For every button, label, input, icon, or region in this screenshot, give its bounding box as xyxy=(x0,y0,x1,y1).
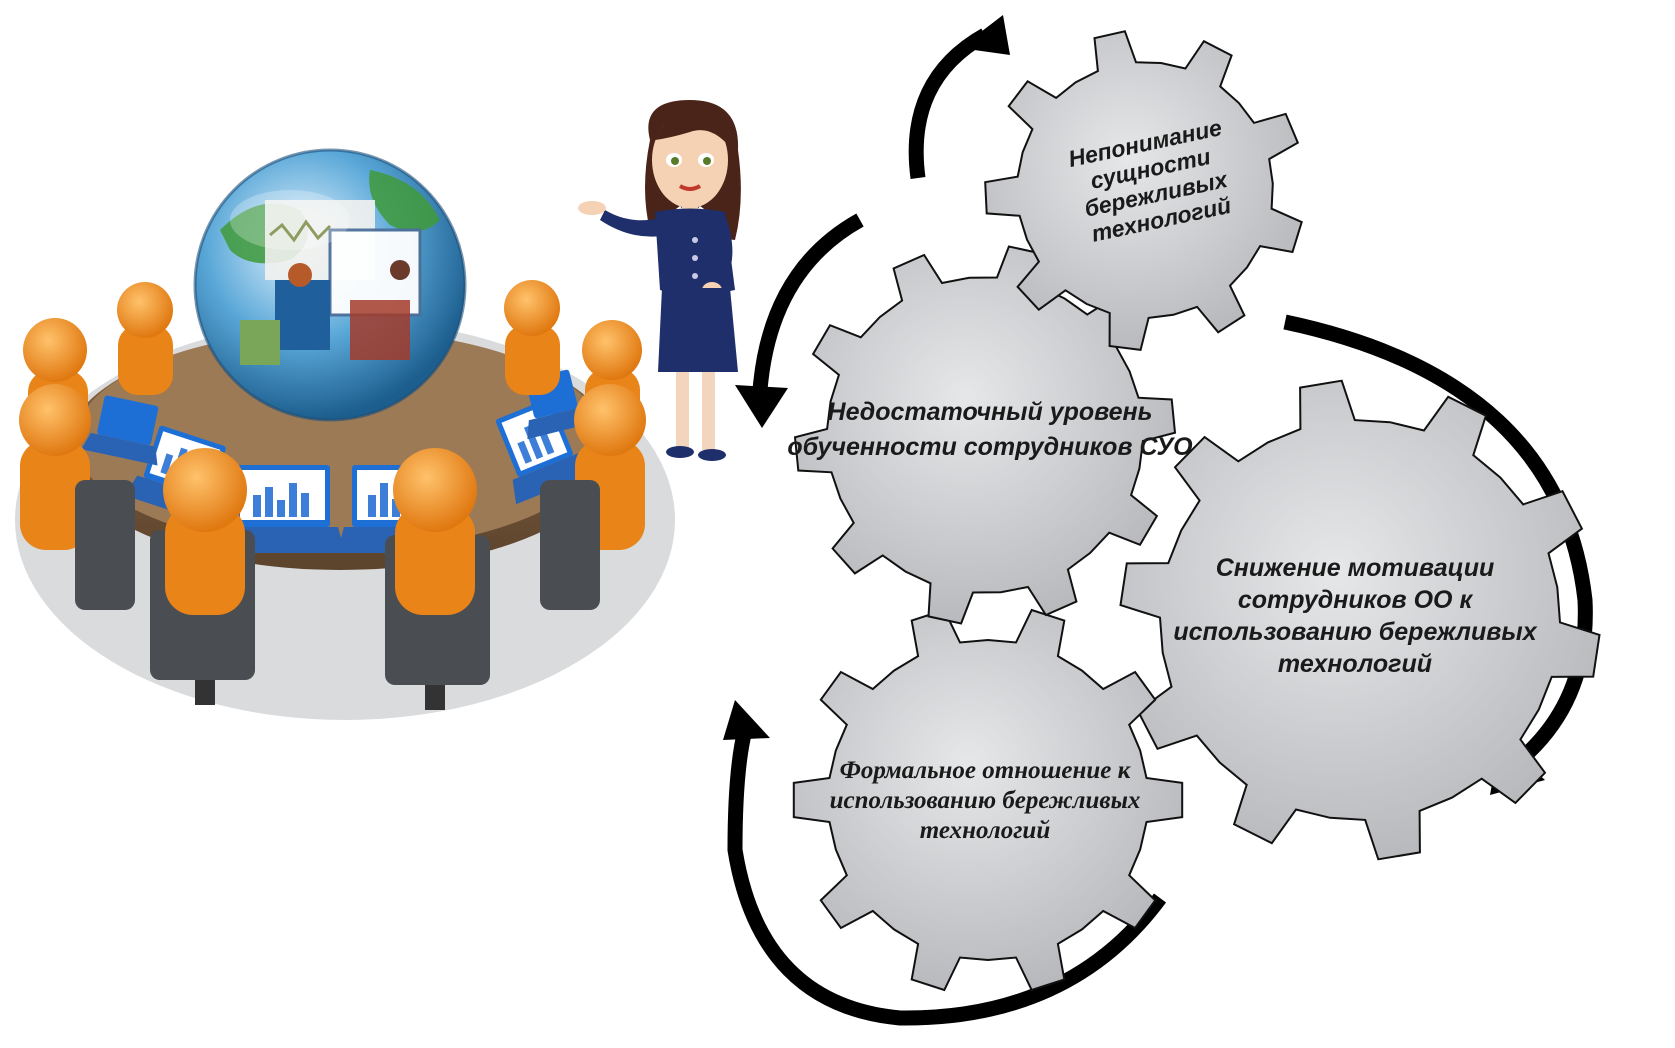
gear-label-middle: Недостаточный уровень обученности сотруд… xyxy=(787,398,1193,461)
gear-top xyxy=(984,30,1303,352)
team-illustration xyxy=(15,148,675,720)
gear-right-line-4: технологий xyxy=(1278,650,1432,678)
person-figure xyxy=(504,280,560,395)
person-figure xyxy=(117,282,173,395)
gear-bottom-line-2: использованию бережливых xyxy=(830,787,1141,814)
arrow-bottom xyxy=(727,728,1167,1026)
person-figure xyxy=(385,448,490,710)
globe-icon xyxy=(193,148,467,422)
arrowhead-icon xyxy=(723,700,770,740)
arrowhead-icon xyxy=(735,385,788,428)
gear-label-right: Снижение мотивации сотрудников ОО к испо… xyxy=(1173,554,1537,678)
arrow-upper-left xyxy=(752,213,864,391)
gear-middle xyxy=(793,245,1177,625)
gear-right-line-1: Снижение мотивации xyxy=(1216,554,1495,582)
gear-label-bottom: Формальное отношение к использованию бер… xyxy=(830,757,1141,844)
person-figure xyxy=(75,480,135,610)
presenter-figure xyxy=(578,100,741,461)
person-figure xyxy=(150,448,255,705)
gear-right xyxy=(1119,379,1601,861)
gear-bottom-line-3: технологий xyxy=(920,817,1051,844)
gear-right-line-3: использованию бережливых xyxy=(1173,618,1537,646)
gear-middle-line-1: Недостаточный уровень xyxy=(828,398,1153,426)
gear-middle-line-2: обученности сотрудников СУО xyxy=(787,433,1193,461)
arrowhead-icon xyxy=(960,15,1010,55)
gears xyxy=(792,30,1601,992)
gear-right-line-2: сотрудников ОО к xyxy=(1238,586,1474,614)
person-figure xyxy=(540,480,600,610)
arrow-right xyxy=(1283,314,1593,766)
gear-bottom xyxy=(792,608,1184,992)
team-figures xyxy=(19,280,646,710)
arrow-top xyxy=(908,28,989,179)
laptop-icon xyxy=(81,395,159,466)
gear-bottom-line-1: Формальное отношение к xyxy=(840,757,1132,784)
person-figure xyxy=(19,384,91,550)
